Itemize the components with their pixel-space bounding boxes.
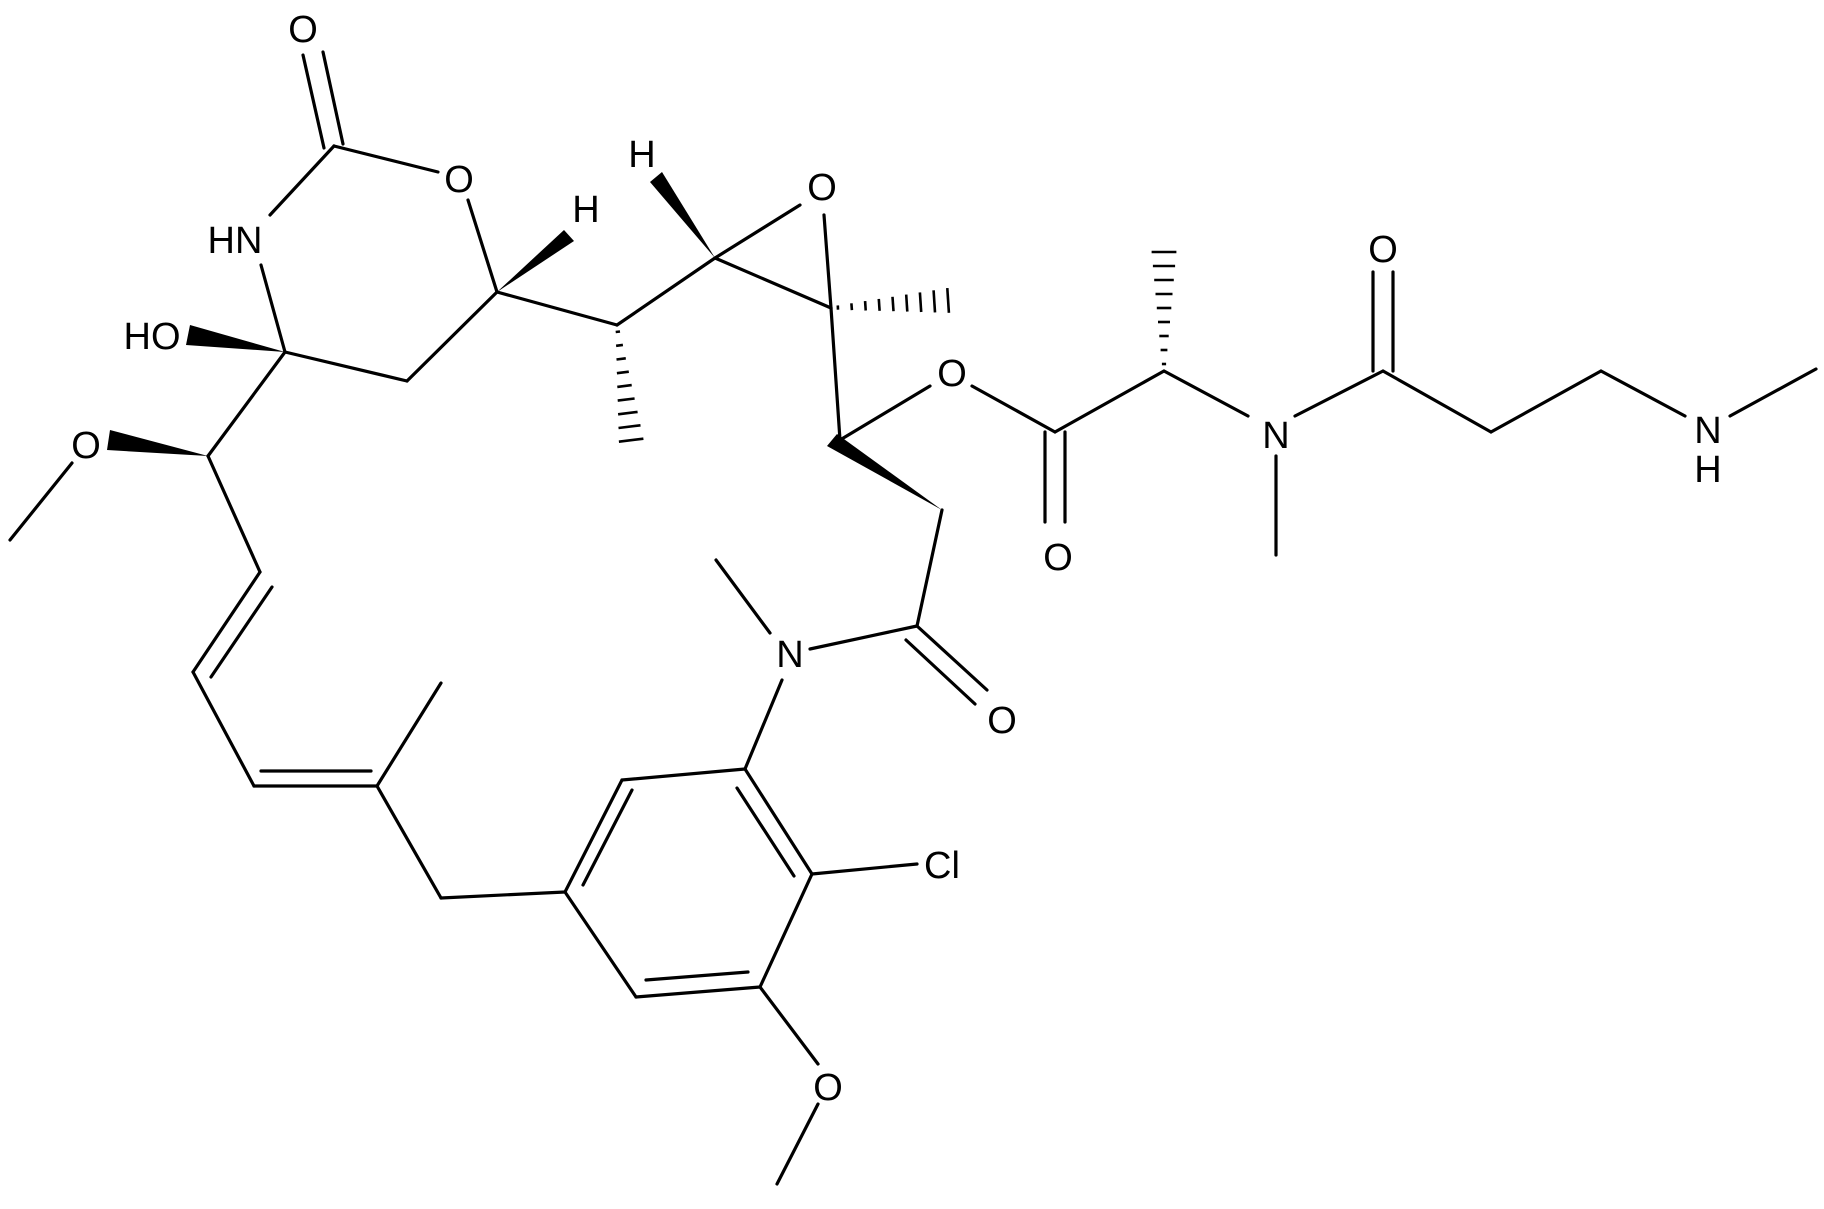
hash-stroke xyxy=(891,296,895,312)
hash-bond-layer xyxy=(615,250,1177,443)
bond-c7-c6-inner xyxy=(209,585,274,679)
bond-calpha-n xyxy=(1162,369,1250,418)
bond-carbamate-o xyxy=(332,144,440,174)
wedge-c10-h xyxy=(497,230,574,292)
hash-epoxide-methyl xyxy=(836,288,951,313)
bond-epox-cc xyxy=(713,256,833,310)
bond-epox-c3 xyxy=(829,306,842,442)
bond-ar-n xyxy=(743,678,784,771)
bond-epox-o2 xyxy=(822,213,833,310)
bond-ar-6 xyxy=(563,890,638,999)
hash-stroke xyxy=(617,397,635,402)
atom-o-ring-carbamate: O xyxy=(444,159,474,201)
atom-o-ester-carbonyl: O xyxy=(1043,537,1073,579)
bond-ar-cl xyxy=(810,862,919,876)
hash-stroke xyxy=(946,288,951,313)
hash-stroke xyxy=(918,292,923,313)
bond-ome-aryl-ch3 xyxy=(775,1102,820,1186)
bond-c9-c8 xyxy=(206,350,287,458)
hash-stroke xyxy=(617,383,632,389)
hash-stroke xyxy=(850,303,854,311)
bond-carbamate-n xyxy=(268,144,336,217)
bond-layer xyxy=(8,50,1818,1186)
atom-n-amide-chain: N xyxy=(1262,415,1289,457)
atom-nh-h: H xyxy=(1694,449,1721,491)
hash-stroke xyxy=(615,343,624,348)
atom-o-carbamate-carbonyl: O xyxy=(288,9,318,51)
hash-stroke xyxy=(617,410,638,416)
hash-calpha-methyl xyxy=(1151,250,1177,366)
bond-c4-me xyxy=(375,681,443,788)
hash-stroke xyxy=(616,357,626,361)
wedge-c8-ome xyxy=(107,430,208,456)
bond-c4-ch2 xyxy=(375,784,443,900)
bond-c-o-double-1 xyxy=(301,53,326,150)
atom-h-epoxide: H xyxy=(628,134,655,176)
bond-ome-ch3 xyxy=(8,461,74,542)
hash-c11-methyl xyxy=(615,330,644,443)
bond-n-me xyxy=(714,558,772,635)
atom-cl: Cl xyxy=(924,845,960,887)
bond-n-co xyxy=(808,624,919,651)
bond-c10-c11 xyxy=(495,290,619,327)
bond-ar-1-inner xyxy=(581,788,634,887)
hash-stroke xyxy=(932,290,937,313)
atom-o-amide-chain: O xyxy=(1368,229,1398,271)
hash-stroke xyxy=(904,294,909,312)
hash-stroke xyxy=(616,370,629,375)
bond-ar-2 xyxy=(620,767,747,782)
bond-o-ester-c xyxy=(970,384,1057,434)
bond-ar-1 xyxy=(563,778,624,894)
bond-ch2-aryl xyxy=(439,890,567,900)
bond-epox-o1 xyxy=(713,203,802,260)
bond-ar-5 xyxy=(634,985,762,999)
atom-o-lactam: O xyxy=(987,700,1017,742)
wedge-c9-oh xyxy=(186,325,285,352)
bond-ar-3-inner xyxy=(735,786,796,878)
bond-amide-ch2-1 xyxy=(1381,369,1493,434)
bond-ch2-c10 xyxy=(405,290,499,383)
atom-o-epoxide: O xyxy=(807,167,837,209)
bond-c6-c5 xyxy=(191,670,256,788)
bond-ar-3 xyxy=(743,767,814,876)
atom-o-ester: O xyxy=(937,353,967,395)
bond-n-c9 xyxy=(259,263,287,354)
bond-c8-c7 xyxy=(206,454,262,574)
bond-ar-ome xyxy=(758,985,820,1066)
hash-stroke xyxy=(863,301,867,311)
hash-stroke xyxy=(618,424,641,430)
bond-amide-ch2-2 xyxy=(1489,369,1603,434)
atom-n-lactam: N xyxy=(776,634,803,676)
atom-hn-carbamate: HN xyxy=(208,220,263,262)
bond-c11-epox xyxy=(615,256,717,327)
bond-c7-c6 xyxy=(191,570,262,674)
bond-co-ch2 xyxy=(915,508,944,628)
hash-stroke xyxy=(877,298,881,311)
atom-nh-n: N xyxy=(1694,410,1721,452)
bond-o-c10 xyxy=(466,198,499,294)
bond-ch2-nh xyxy=(1599,369,1687,418)
atom-ho: HO xyxy=(124,316,181,358)
atom-o-methoxy-top: O xyxy=(71,425,101,467)
wedge-epox-h xyxy=(650,172,715,258)
bond-ar-4 xyxy=(758,872,814,989)
bond-ester-calpha xyxy=(1053,369,1166,434)
hash-stroke xyxy=(615,330,621,334)
atom-label-layer: O O HN H HO O H O O O N O N H N O Cl O xyxy=(71,9,1722,1109)
bond-ar-5-inner xyxy=(644,970,750,982)
bond-c-o-double-2 xyxy=(321,50,345,146)
bond-n-amide-c xyxy=(1293,369,1385,418)
atom-h-c10: H xyxy=(572,189,599,231)
wedge-ch2-c3 xyxy=(827,434,942,510)
bond-nh-me xyxy=(1728,367,1818,418)
bond-lactam-co-1 xyxy=(915,624,989,692)
bond-lactam-co-2 xyxy=(904,638,977,706)
bond-c9-ch2 xyxy=(283,350,409,383)
atom-o-methoxy-aryl: O xyxy=(813,1067,843,1109)
bond-c3-o xyxy=(838,384,932,442)
hash-stroke xyxy=(618,437,644,443)
